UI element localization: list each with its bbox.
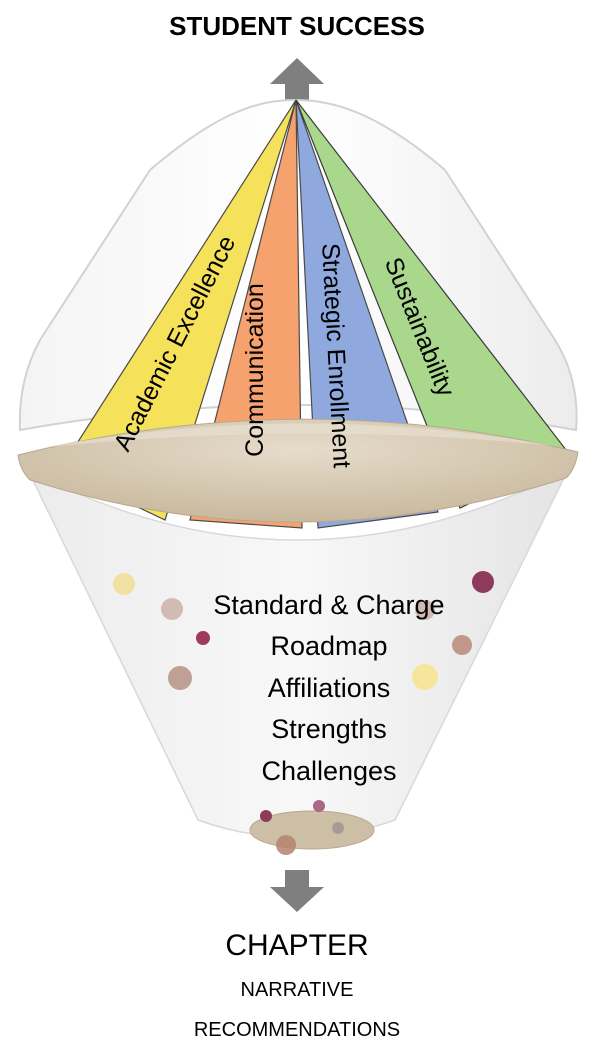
dot [332,822,344,834]
funnel-spout [249,800,375,855]
funnel-item: Roadmap [270,631,387,661]
dot [196,631,210,645]
pillar-label-communication: Communication [241,283,269,457]
dot [452,635,472,655]
output-line: RECOMMENDATIONS [194,1019,400,1041]
funnel-item: Affiliations [268,673,391,703]
dot [168,666,192,690]
bowl-rim [17,418,579,523]
title: STUDENT SUCCESS [169,11,425,41]
funnel-item-list: Standard & Charge Roadmap Affiliations S… [213,590,444,786]
funnel-item: Strengths [271,714,387,744]
output-heading: CHAPTER [225,929,368,962]
funnel-item: Challenges [261,756,396,786]
dot [161,598,183,620]
dot [472,571,494,593]
dot [113,573,135,595]
dot [260,810,272,822]
up-arrow-icon [270,58,324,102]
dot [412,664,438,690]
funnel-dots [113,571,494,690]
output-line: NARRATIVE [241,979,354,1001]
dot [415,600,435,620]
dot [313,800,325,812]
funnel-item: Standard & Charge [213,590,444,620]
dot [276,835,296,855]
down-arrow-icon [270,870,324,912]
bowl-inner [40,423,556,448]
